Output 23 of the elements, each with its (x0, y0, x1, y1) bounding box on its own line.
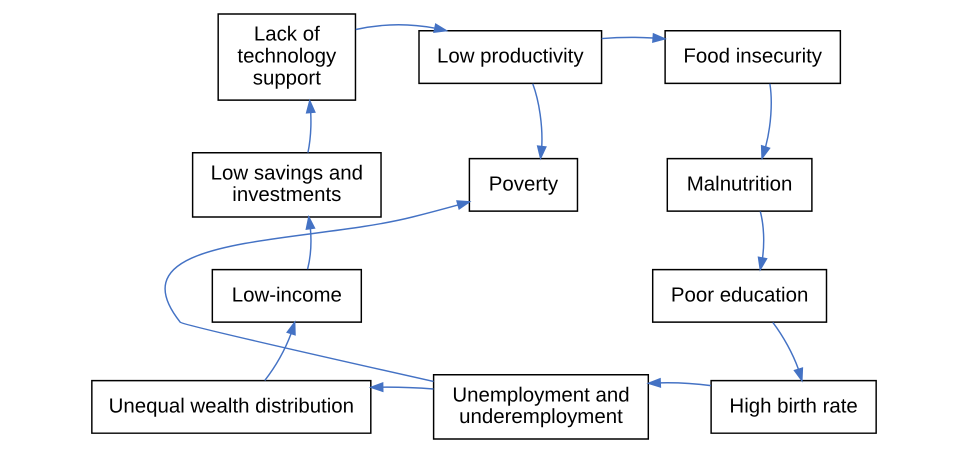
arrow (264, 320, 296, 381)
arrow (532, 84, 546, 160)
arrow (601, 32, 667, 44)
node-box: Food insecurity (664, 30, 841, 84)
node-box: Unequal wealth distribution (90, 380, 372, 434)
arrow (355, 23, 448, 34)
node-box: Low-income (211, 268, 362, 323)
node-box: High birth rate (710, 380, 876, 434)
node-box: Poverty (468, 158, 578, 212)
arrow (760, 84, 772, 160)
node-box: Lack of technology support (216, 13, 356, 101)
arrow (305, 98, 316, 153)
node-box: Low savings and investments (191, 152, 382, 218)
node-box: Unemployment and underemployment (432, 374, 649, 440)
node-box: Poor education (651, 268, 827, 323)
arrow (368, 382, 433, 392)
arrow (772, 322, 803, 383)
arrow (646, 378, 710, 388)
arrow (757, 211, 768, 272)
node-box: Malnutrition (666, 158, 812, 212)
node-box: Low productivity (418, 30, 602, 84)
arrow (164, 200, 471, 382)
arrow (304, 214, 316, 270)
